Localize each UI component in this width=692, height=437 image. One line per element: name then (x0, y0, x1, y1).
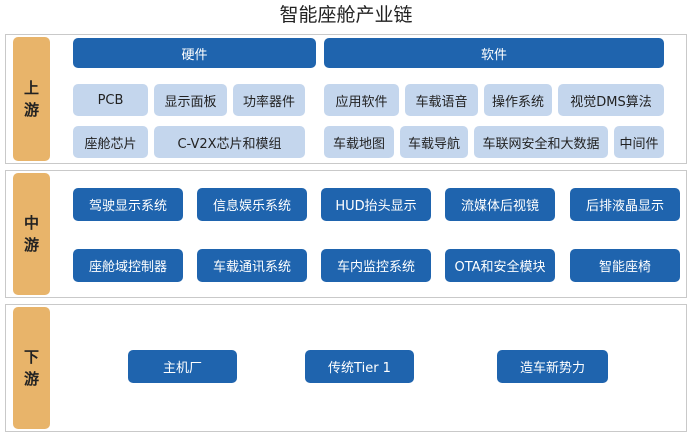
midstream-item-hud: HUD抬头显示 (321, 188, 431, 221)
stage-downstream-char-1: 下 (23, 348, 39, 366)
software-item-app: 应用软件 (324, 84, 399, 116)
midstream-item-rear-lcd: 后排液晶显示 (570, 188, 680, 221)
hardware-header: 硬件 (73, 38, 316, 68)
hardware-item-display-panel: 显示面板 (154, 84, 227, 116)
stage-midstream: 中 游 (13, 173, 50, 295)
midstream-item-smart-seat: 智能座椅 (570, 249, 680, 282)
stage-upstream-char-2: 游 (23, 101, 39, 119)
software-item-dms-algorithm: 视觉DMS算法 (558, 84, 664, 116)
midstream-item-domain-controller: 座舱域控制器 (73, 249, 183, 282)
hardware-item-pcb: PCB (73, 84, 148, 116)
software-item-navigation: 车载导航 (400, 126, 468, 158)
hardware-item-cv2x-chip-module: C-V2X芯片和模组 (154, 126, 305, 158)
hardware-item-power-device: 功率器件 (233, 84, 305, 116)
stage-downstream-char-2: 游 (23, 370, 39, 388)
software-item-iov-security: 车联网安全和大数据 (474, 126, 608, 158)
midstream-item-driving-display: 驾驶显示系统 (73, 188, 183, 221)
stage-midstream-char-1: 中 (23, 214, 39, 232)
software-item-voice: 车载语音 (405, 84, 478, 116)
software-header: 软件 (324, 38, 664, 68)
downstream-item-oem: 主机厂 (128, 350, 237, 383)
downstream-item-tier1: 传统Tier 1 (305, 350, 414, 383)
hardware-item-cockpit-chip: 座舱芯片 (73, 126, 148, 158)
stage-midstream-char-2: 游 (23, 236, 39, 254)
software-item-middleware: 中间件 (614, 126, 664, 158)
stage-upstream: 上 游 (13, 37, 50, 161)
midstream-item-cabin-monitoring: 车内监控系统 (321, 249, 431, 282)
software-item-map: 车载地图 (324, 126, 394, 158)
midstream-item-streaming-mirror: 流媒体后视镜 (445, 188, 555, 221)
midstream-item-infotainment: 信息娱乐系统 (197, 188, 307, 221)
software-item-os: 操作系统 (484, 84, 552, 116)
midstream-item-ota-security: OTA和安全模块 (445, 249, 555, 282)
diagram-title: 智能座舱产业链 (279, 4, 413, 26)
downstream-item-new-ev-makers: 造车新势力 (497, 350, 608, 383)
midstream-item-communication: 车载通讯系统 (197, 249, 307, 282)
stage-downstream: 下 游 (13, 307, 50, 429)
stage-upstream-char-1: 上 (23, 79, 39, 97)
